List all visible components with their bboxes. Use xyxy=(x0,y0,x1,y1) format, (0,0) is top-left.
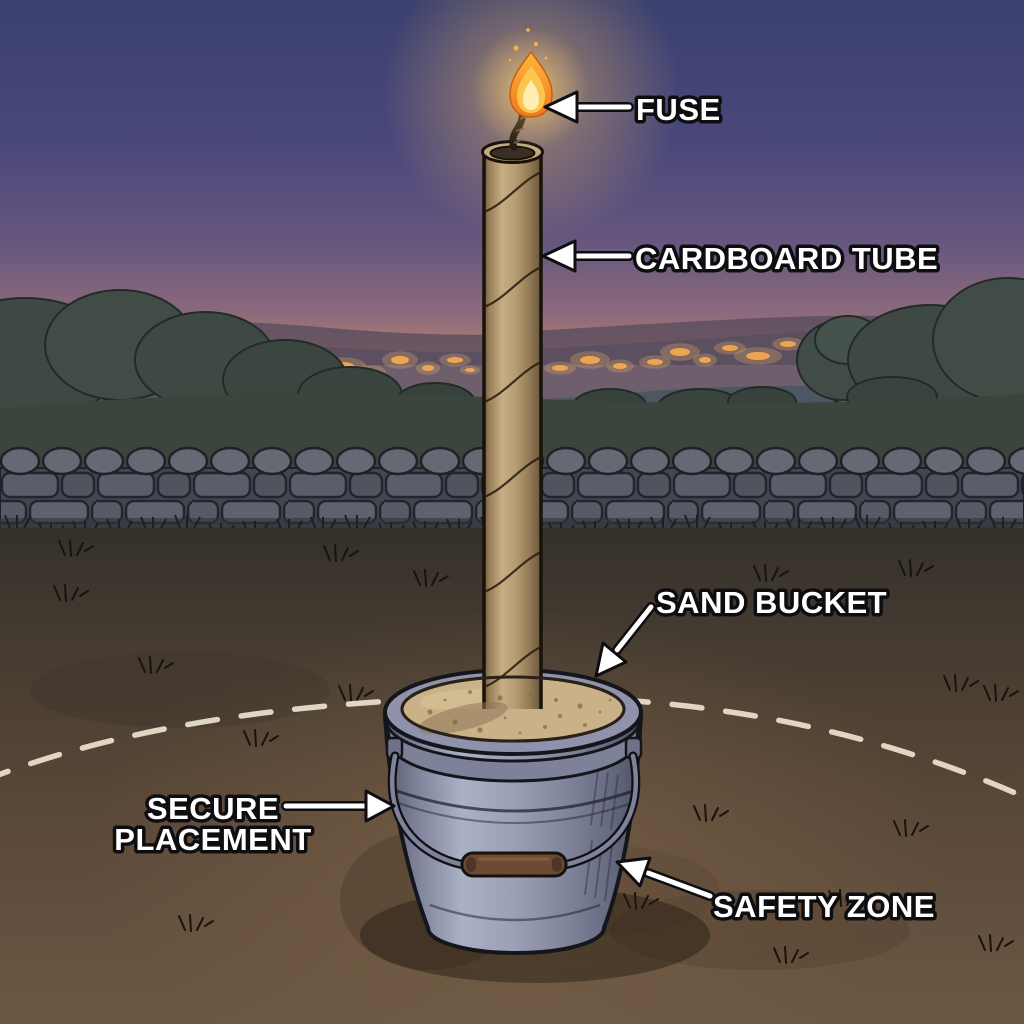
secure-placement-label-line1: SECURE xyxy=(147,791,279,826)
wooden-grip xyxy=(460,851,568,878)
bucket-handle xyxy=(385,736,643,878)
sand-bucket-label: SAND BUCKET xyxy=(656,585,887,620)
safety-zone-circle xyxy=(0,694,1024,800)
secure-placement-label-line2: PLACEMENT xyxy=(114,822,311,857)
cardboard-tube-arrow xyxy=(541,239,634,273)
safety-zone-arrow xyxy=(615,856,715,901)
cardboard-tube-label: CARDBOARD TUBE xyxy=(635,241,938,276)
cardboard-tube xyxy=(481,140,544,724)
bucket-rim-band xyxy=(384,719,642,783)
sand-front xyxy=(400,675,626,743)
fuse-label: FUSE xyxy=(636,92,721,127)
sand-bucket-arrow xyxy=(594,602,656,678)
secure-placement-arrow xyxy=(281,789,396,823)
safety-zone-label: SAFETY ZONE xyxy=(713,889,935,924)
flame xyxy=(472,26,588,150)
fuse-arrow xyxy=(543,90,634,124)
